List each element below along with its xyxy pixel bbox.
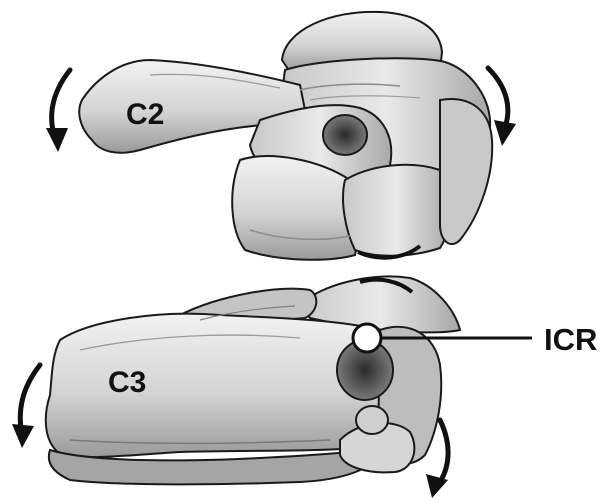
c3-tubercle (356, 406, 388, 434)
arrow-c3-left (12, 365, 40, 448)
c2-posterior-column (440, 99, 492, 244)
c2-vertebra (79, 12, 492, 260)
label-icr: ICR (544, 322, 597, 357)
label-c3: C3 (108, 366, 146, 399)
c2-foramen (323, 115, 367, 155)
c2-inferior-facet (343, 165, 450, 256)
icr-point (353, 324, 381, 352)
arrow-c2-left (46, 70, 70, 152)
label-c2: C2 (126, 98, 164, 131)
